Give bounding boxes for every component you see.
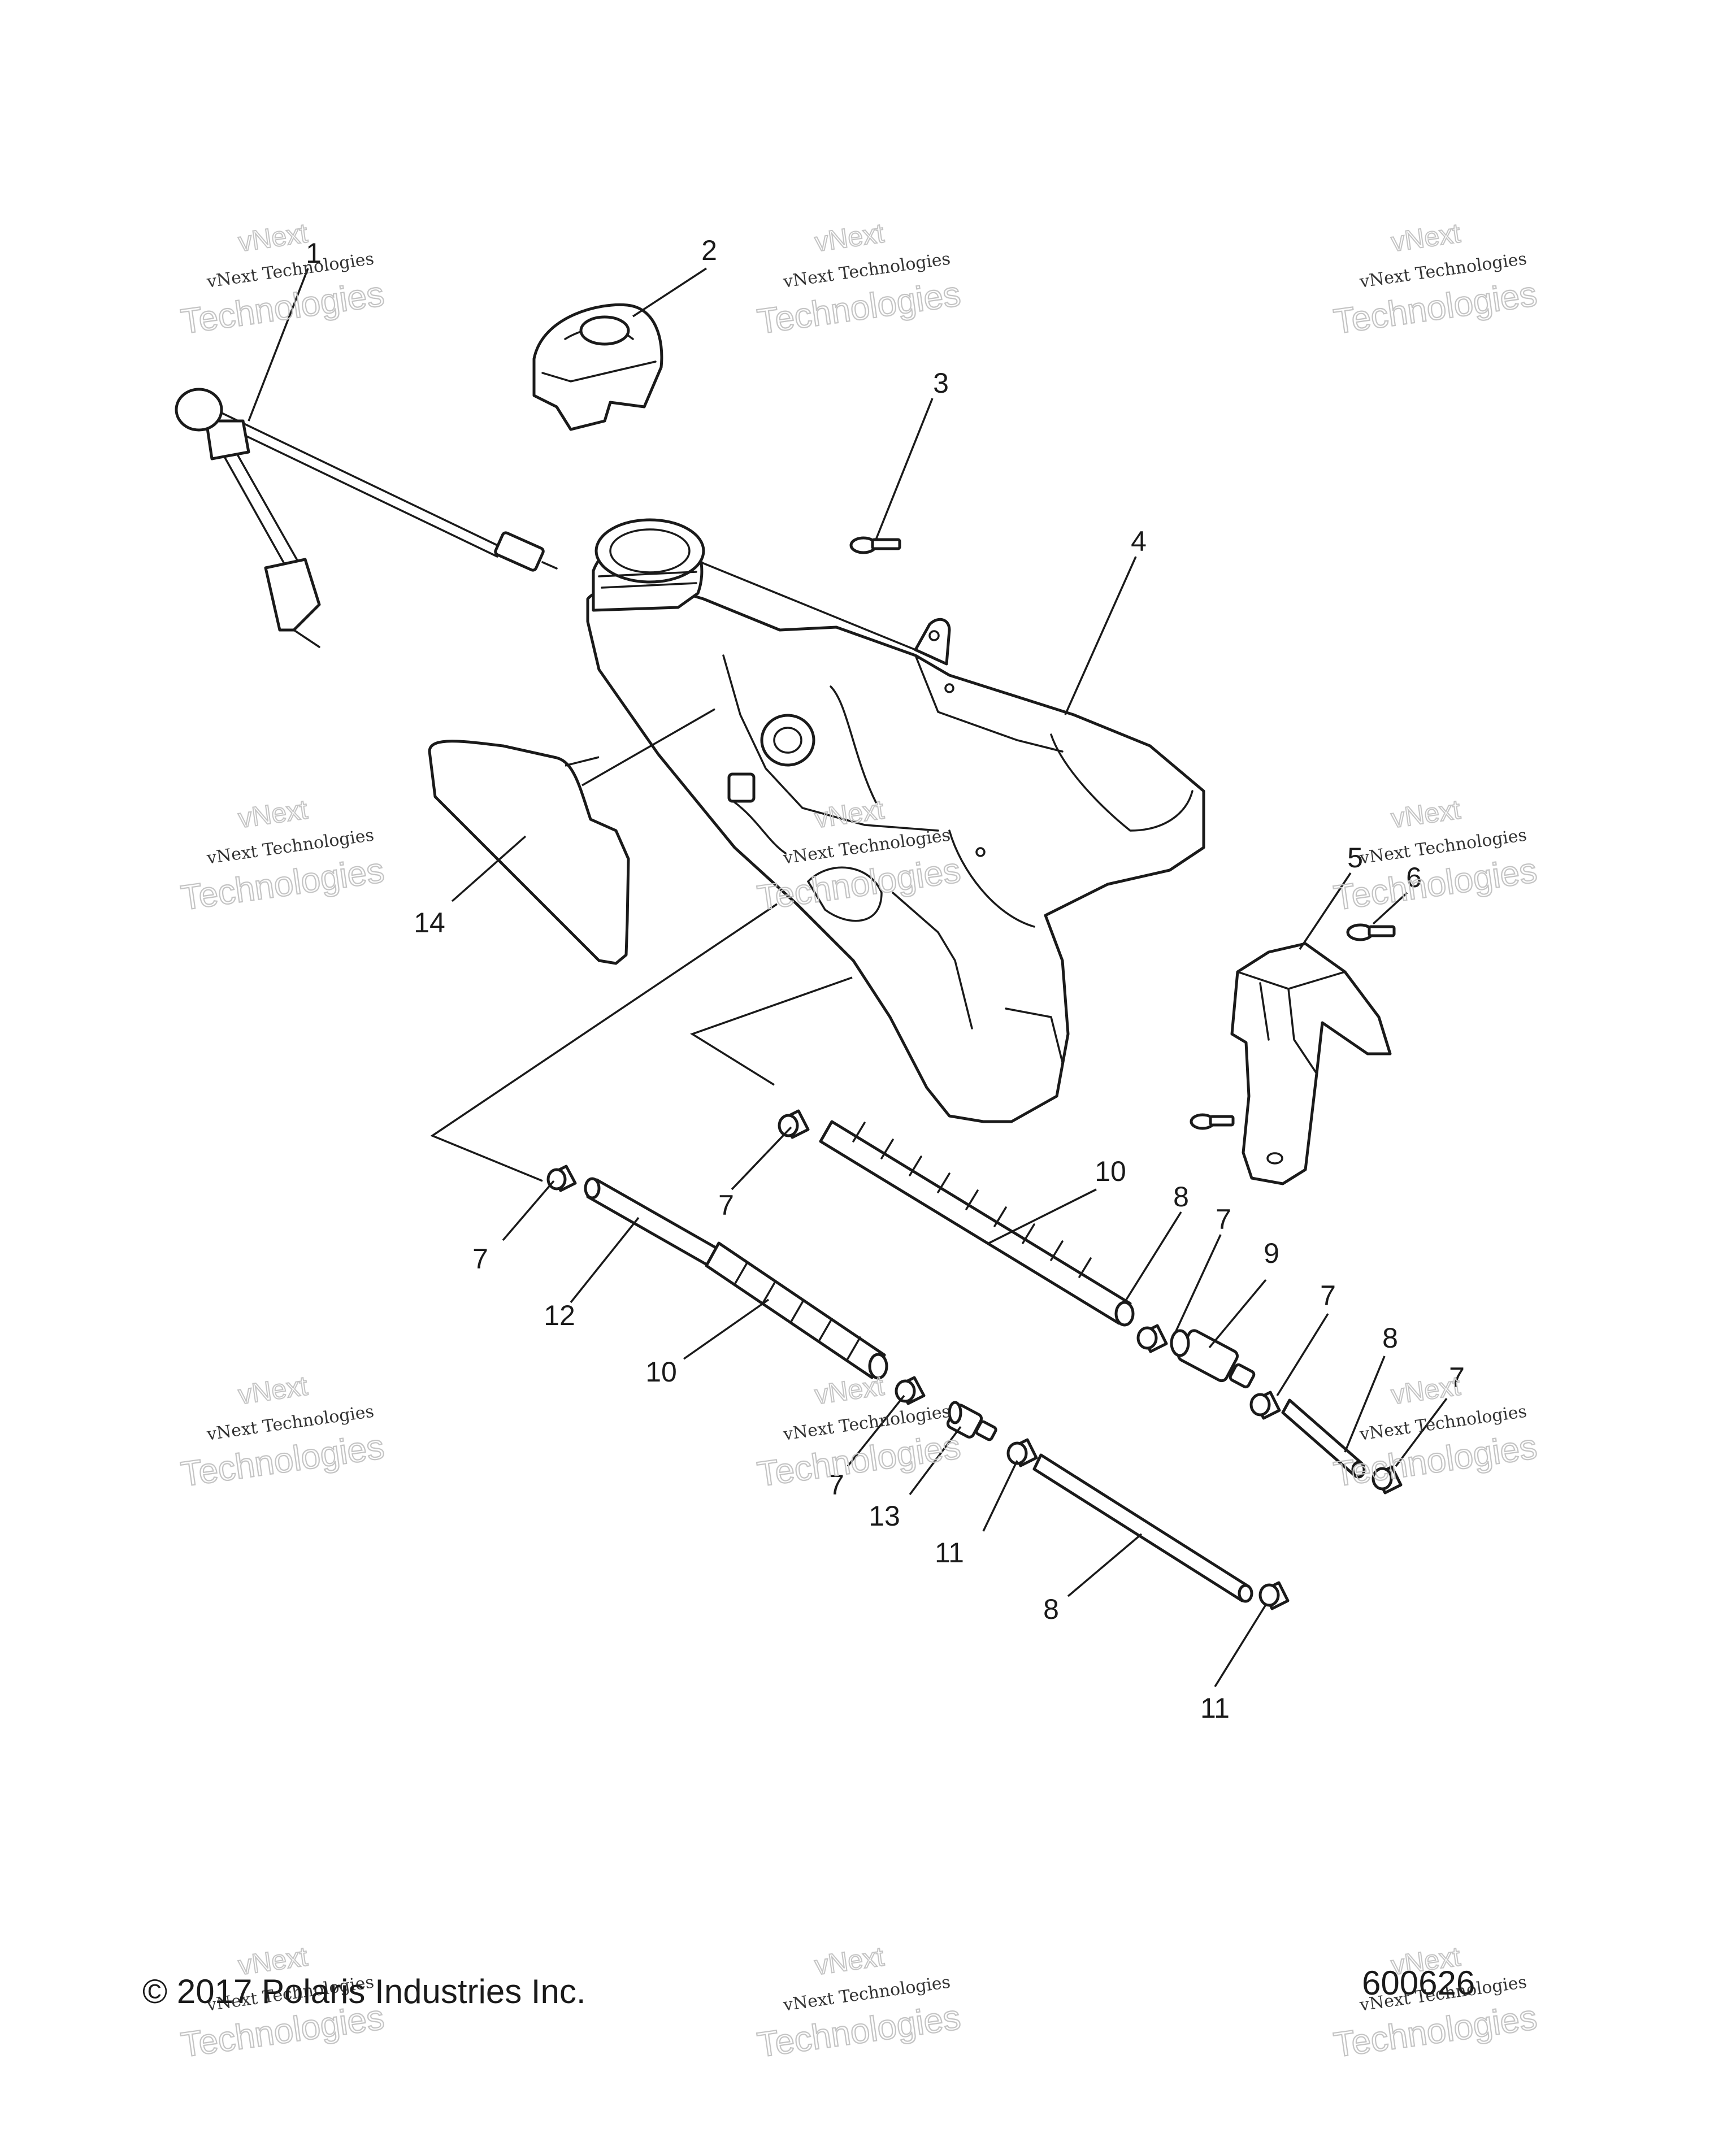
callout-4: 4 <box>1131 525 1147 557</box>
watermark: vNext Technologies vNext Technologies <box>178 218 387 342</box>
callout-10: 10 <box>1095 1155 1126 1187</box>
hose-part-10-lower[interactable] <box>705 1241 888 1380</box>
callout-6: 6 <box>1406 862 1422 893</box>
svg-text:vNext: vNext <box>237 219 310 258</box>
tank-pad-part[interactable] <box>428 740 630 965</box>
callout-8: 8 <box>1382 1322 1398 1354</box>
callout-14: 14 <box>414 907 445 939</box>
copyright-notice: © 2017 Polaris Industries Inc. <box>142 1973 586 2010</box>
callout-2: 2 <box>701 234 717 266</box>
clamp-parts[interactable] <box>546 1109 1403 1610</box>
callout-7: 7 <box>1320 1280 1336 1311</box>
watermark: vNext Technologies vNext Technologies <box>178 1371 387 1495</box>
svg-text:vNext: vNext <box>237 795 310 835</box>
svg-text:vNext: vNext <box>813 1942 886 1982</box>
callout-9: 9 <box>1264 1237 1279 1269</box>
leader-lines <box>248 267 1448 1687</box>
fuel-cap-part[interactable] <box>532 303 663 431</box>
callout-8: 8 <box>1173 1181 1189 1213</box>
callout-7: 7 <box>828 1469 844 1501</box>
callout-5: 5 <box>1347 842 1363 874</box>
callout-1: 1 <box>306 237 322 269</box>
svg-text:vNext: vNext <box>813 1371 886 1411</box>
watermark: vNext Technologies vNext Technologies <box>754 218 964 342</box>
assembly-line-right <box>689 976 853 1086</box>
svg-text:vNext: vNext <box>237 1371 310 1411</box>
callout-12: 12 <box>544 1300 575 1331</box>
hose-part-8-short[interactable] <box>1281 1398 1366 1479</box>
svg-text:vNext: vNext <box>1390 1371 1462 1411</box>
svg-text:vNext: vNext <box>813 219 886 258</box>
watermark: vNext Technologies vNext Technologies <box>754 1371 964 1495</box>
fuel-sender-part[interactable] <box>175 388 558 648</box>
callout-11: 11 <box>935 1537 964 1569</box>
screw-part-3[interactable] <box>849 536 901 554</box>
assembly-line-left <box>430 903 778 1182</box>
svg-text:vNext: vNext <box>1390 795 1462 835</box>
callout-7: 7 <box>1449 1362 1465 1393</box>
hose-part-12[interactable] <box>584 1177 719 1267</box>
callout-11: 11 <box>1200 1692 1230 1724</box>
watermark: vNext Technologies vNext Technologies <box>1331 218 1540 342</box>
fuel-filter-part[interactable] <box>1170 1328 1256 1389</box>
screw-part-6[interactable] <box>1190 923 1396 1130</box>
svg-text:vNext: vNext <box>1390 219 1462 258</box>
hose-part-8-long[interactable] <box>1032 1453 1253 1603</box>
watermark: vNext Technologies vNext Technologies <box>178 794 387 919</box>
callout-7: 7 <box>718 1189 734 1221</box>
figure-number: 600626 <box>1362 1964 1475 2002</box>
callout-10: 10 <box>645 1356 677 1388</box>
callout-8: 8 <box>1043 1593 1059 1625</box>
callout-3: 3 <box>933 367 949 399</box>
watermark: vNext Technologies vNext Technologies <box>754 1941 964 2066</box>
callout-13: 13 <box>869 1500 900 1532</box>
hose-part-10-upper[interactable] <box>819 1120 1135 1327</box>
check-valve-part[interactable] <box>946 1401 997 1441</box>
heat-shield-part[interactable] <box>1230 942 1392 1185</box>
fuel-tank-part[interactable] <box>586 518 1205 1123</box>
callout-7: 7 <box>1216 1204 1231 1235</box>
callout-numbers: 1 2 3 4 5 6 14 7 7 12 10 10 8 7 9 7 8 7 … <box>306 234 1465 1724</box>
callout-7: 7 <box>472 1243 488 1275</box>
